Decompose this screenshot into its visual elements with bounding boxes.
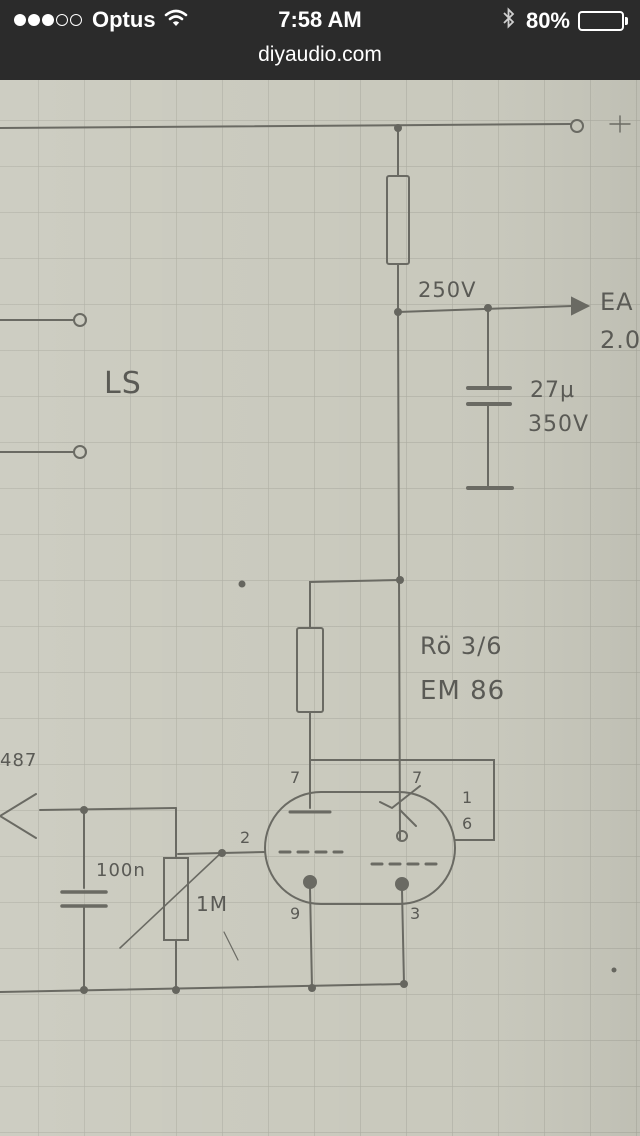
label-tube-code-1: Rö 3/6	[420, 632, 503, 660]
label-ls: LS	[104, 366, 142, 401]
label-pin-f: 3	[410, 904, 422, 923]
ground-rail-wire	[0, 983, 405, 993]
clock: 7:58 AM	[278, 7, 362, 32]
signal-dot	[70, 14, 82, 26]
top-rail-wire	[0, 123, 571, 129]
main-vertical-wire	[397, 311, 401, 841]
battery-icon	[578, 11, 628, 31]
label-cap2-value: 100n	[96, 860, 146, 881]
label-pin-c: 1	[462, 788, 474, 807]
url-text[interactable]: diyaudio.com	[258, 43, 382, 66]
url-bar[interactable]: diyaudio.com	[0, 40, 640, 80]
signal-dot	[56, 14, 68, 26]
browser-chrome: Optus 7:58 AM 80% diyaudi	[0, 0, 640, 80]
label-pin-d: 6	[462, 814, 474, 833]
signal-dot	[28, 14, 40, 26]
label-output-1: EA	[600, 288, 634, 316]
label-cap-voltage: 350V	[528, 412, 590, 437]
bluetooth-icon	[502, 7, 516, 35]
label-pin-g: 2	[240, 828, 252, 847]
schematic-drawing	[0, 80, 640, 1136]
carrier-name: Optus	[92, 7, 156, 32]
signal-strength-icon	[14, 14, 84, 26]
label-pin-a: 7	[290, 768, 302, 787]
label-pin-e: 9	[290, 904, 302, 923]
label-cap-value: 27µ	[530, 378, 575, 403]
label-voltage-250v: 250V	[418, 278, 477, 302]
label-pot-value: 1M	[196, 892, 228, 916]
signal-dot	[14, 14, 26, 26]
status-bar: Optus 7:58 AM 80%	[0, 0, 640, 40]
terminal-top-right	[570, 119, 584, 133]
schematic-photo: 250V EA 2.0 LS 27µ 350V Rö 3/6 EM 86 100…	[0, 80, 640, 1136]
wifi-icon	[164, 7, 188, 33]
label-output-2: 2.0	[600, 326, 640, 354]
capacitor-100n	[60, 890, 108, 908]
status-right-group: 80%	[502, 7, 628, 35]
tube-em86	[264, 791, 456, 905]
ls-terminal-1	[73, 313, 87, 327]
label-left-fragment: 487	[0, 750, 38, 771]
capacitor-27u	[466, 386, 512, 406]
output-arrow-icon	[571, 296, 591, 316]
input-triangle-icon	[0, 793, 37, 839]
signal-dot	[42, 14, 54, 26]
label-tube-code-2: EM 86	[420, 676, 506, 706]
label-pin-b: 7	[412, 768, 424, 787]
battery-percent: 80%	[525, 8, 570, 33]
ls-terminal-2	[73, 445, 87, 459]
carrier-group: Optus	[14, 7, 188, 33]
